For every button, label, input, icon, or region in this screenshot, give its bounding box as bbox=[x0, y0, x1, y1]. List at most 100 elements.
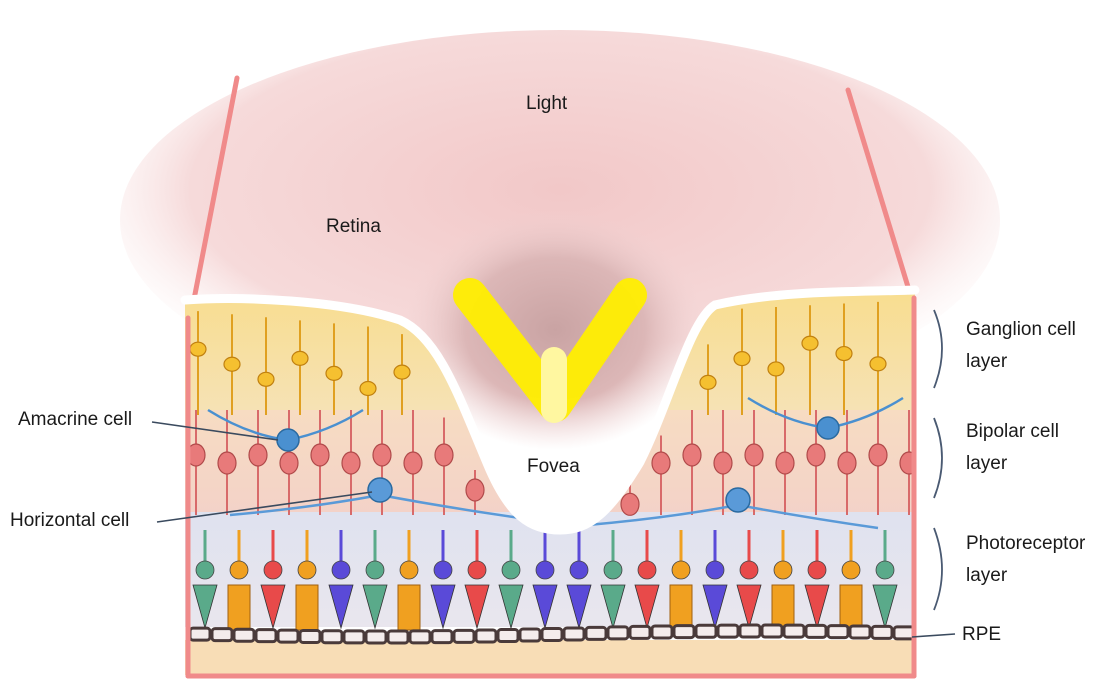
rpe-cell bbox=[432, 631, 452, 643]
ganglion-cell bbox=[802, 336, 818, 350]
bipolar-cell bbox=[683, 444, 701, 466]
rpe-cell bbox=[740, 625, 760, 637]
rpe-cell bbox=[652, 626, 672, 638]
amacrine-cell bbox=[277, 429, 299, 451]
bipolar-cell bbox=[652, 452, 670, 474]
light-label: Light bbox=[526, 89, 567, 119]
bipolar-cell bbox=[373, 444, 391, 466]
photoreceptor-nucleus bbox=[570, 561, 588, 579]
photoreceptor-rod-outer-segment bbox=[840, 585, 862, 630]
photoreceptor-layer-label-line2: layer bbox=[966, 561, 1007, 591]
bipolar-layer-label-line2: layer bbox=[966, 449, 1007, 479]
photoreceptor-nucleus bbox=[638, 561, 656, 579]
bipolar-cell bbox=[745, 444, 763, 466]
photoreceptor-nucleus bbox=[672, 561, 690, 579]
bipolar-cell bbox=[466, 479, 484, 501]
rpe-cell bbox=[344, 631, 364, 643]
ganglion-cell bbox=[836, 347, 852, 361]
ganglion-cell bbox=[190, 342, 206, 356]
ganglion-cell bbox=[870, 357, 886, 371]
rpe-cell bbox=[256, 630, 276, 642]
rpe-cell bbox=[542, 628, 562, 640]
retina-label: Retina bbox=[326, 212, 381, 242]
bipolar-cell bbox=[776, 452, 794, 474]
rpe-cell bbox=[234, 629, 254, 641]
photoreceptor-nucleus bbox=[434, 561, 452, 579]
photoreceptor-nucleus bbox=[366, 561, 384, 579]
horizontal-cell bbox=[368, 478, 392, 502]
photoreceptor-rod-outer-segment bbox=[772, 585, 794, 630]
rpe-cell bbox=[806, 625, 826, 637]
rpe-cell bbox=[410, 631, 430, 643]
ganglion-layer-label-line1: Ganglion cell bbox=[966, 315, 1076, 345]
photoreceptor-nucleus bbox=[774, 561, 792, 579]
photoreceptor-nucleus bbox=[604, 561, 622, 579]
fovea-label: Fovea bbox=[527, 452, 580, 482]
rpe-label: RPE bbox=[962, 620, 1001, 650]
horizontal-cell-label: Horizontal cell bbox=[10, 506, 129, 536]
photoreceptor-nucleus bbox=[740, 561, 758, 579]
photoreceptor-nucleus bbox=[298, 561, 316, 579]
horizontal-cell bbox=[726, 488, 750, 512]
rpe-cell bbox=[454, 630, 474, 642]
bipolar-layer-label-line1: Bipolar cell bbox=[966, 417, 1059, 447]
bipolar-cell bbox=[869, 444, 887, 466]
ganglion-layer-label-line2: layer bbox=[966, 347, 1007, 377]
photoreceptor-rod-outer-segment bbox=[398, 585, 420, 630]
rpe-cell bbox=[718, 625, 738, 637]
ganglion-cell bbox=[768, 362, 784, 376]
photoreceptor-nucleus bbox=[468, 561, 486, 579]
photoreceptor-nucleus bbox=[400, 561, 418, 579]
bipolar-cell bbox=[838, 452, 856, 474]
rpe-cell bbox=[300, 630, 320, 642]
ganglion-cell bbox=[224, 357, 240, 371]
photoreceptor-nucleus bbox=[706, 561, 724, 579]
photoreceptor-nucleus bbox=[264, 561, 282, 579]
ganglion-cell bbox=[734, 352, 750, 366]
ganglion-cell bbox=[360, 381, 376, 395]
rpe-cell bbox=[476, 630, 496, 642]
photoreceptor-rod-outer-segment bbox=[296, 585, 318, 630]
rpe-cell bbox=[674, 626, 694, 638]
ganglion-cell bbox=[292, 351, 308, 365]
rpe-cell bbox=[322, 631, 342, 643]
photoreceptor-nucleus bbox=[502, 561, 520, 579]
rpe-cell bbox=[212, 629, 232, 641]
rpe-cell bbox=[190, 628, 210, 640]
rpe-cell bbox=[784, 625, 804, 637]
rpe-cell bbox=[520, 629, 540, 641]
ganglion-cell bbox=[258, 372, 274, 386]
layer-brackets bbox=[934, 310, 942, 610]
rpe-cell bbox=[894, 627, 914, 639]
rpe-cell bbox=[366, 631, 386, 643]
rpe-cell bbox=[850, 626, 870, 638]
bipolar-cell bbox=[807, 444, 825, 466]
rpe-cell bbox=[696, 625, 716, 637]
rpe-band bbox=[185, 625, 915, 675]
rpe-cell bbox=[586, 627, 606, 639]
bipolar-cell bbox=[249, 444, 267, 466]
rpe-cell bbox=[564, 628, 584, 640]
photoreceptor-nucleus bbox=[332, 561, 350, 579]
photoreceptor-rod-outer-segment bbox=[670, 585, 692, 630]
ganglion-cell bbox=[700, 375, 716, 389]
rpe-cell bbox=[278, 630, 298, 642]
photoreceptor-nucleus bbox=[808, 561, 826, 579]
photoreceptor-nucleus bbox=[196, 561, 214, 579]
bipolar-cell bbox=[311, 444, 329, 466]
bipolar-cell bbox=[621, 493, 639, 515]
photoreceptor-nucleus bbox=[536, 561, 554, 579]
bipolar-cell bbox=[435, 444, 453, 466]
rpe-cell bbox=[630, 626, 650, 638]
bipolar-cell bbox=[404, 452, 422, 474]
bipolar-cell bbox=[280, 452, 298, 474]
photoreceptor-nucleus bbox=[842, 561, 860, 579]
bipolar-cell bbox=[218, 452, 236, 474]
photoreceptor-nucleus bbox=[230, 561, 248, 579]
rpe-cell bbox=[828, 626, 848, 638]
bipolar-cell bbox=[714, 452, 732, 474]
amacrine-cell-label: Amacrine cell bbox=[18, 405, 132, 435]
rpe-cell bbox=[498, 630, 518, 642]
rpe-cell bbox=[608, 627, 628, 639]
amacrine-cell bbox=[817, 417, 839, 439]
